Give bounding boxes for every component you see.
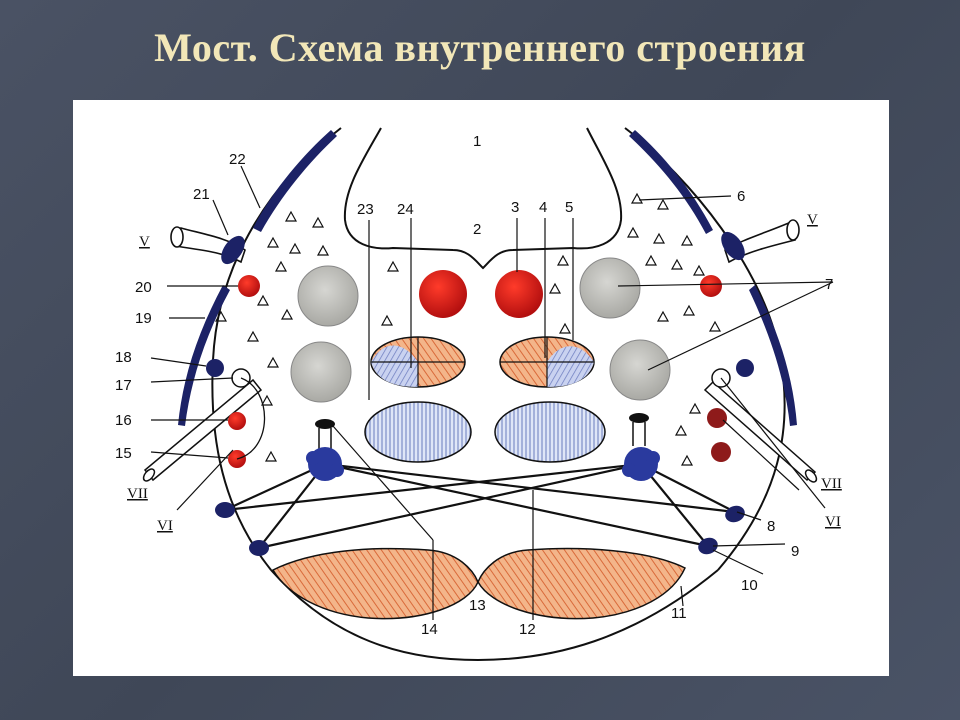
label-11: 11 <box>671 605 687 622</box>
leader-lines <box>150 165 834 620</box>
label-9: 9 <box>791 543 799 560</box>
right-lemniscus <box>499 336 595 388</box>
grey-nucleus-left-upper <box>297 265 359 327</box>
left-navy-nucleus-18 <box>206 359 224 377</box>
label-14: 14 <box>421 621 438 638</box>
left-red-nucleus-16 <box>228 412 246 430</box>
label-23: 23 <box>357 201 374 218</box>
label-16: 16 <box>115 412 132 429</box>
pons-diagram: 1 2 3 4 5 6 7 8 9 10 11 12 13 14 15 16 1… <box>115 127 842 662</box>
label-17: 17 <box>115 377 132 394</box>
right-peduncle-band <box>629 130 797 426</box>
label-4: 4 <box>539 199 547 216</box>
label-12: 12 <box>519 621 536 638</box>
label-24: 24 <box>397 201 414 218</box>
red-nucleus-center-left <box>419 270 467 318</box>
label-13: 13 <box>469 597 486 614</box>
label-22: 22 <box>229 151 246 168</box>
basilar-part <box>271 547 686 620</box>
scattered-triangles <box>214 192 722 466</box>
label-20: 20 <box>135 279 152 296</box>
slide-title: Мост. Схема внутреннего строения <box>154 25 806 70</box>
label-10: 10 <box>741 577 758 594</box>
left-lemniscus <box>370 336 466 388</box>
label-15: 15 <box>115 445 132 462</box>
diagram-panel: 1 2 3 4 5 6 7 8 9 10 11 12 13 14 15 16 1… <box>73 100 889 676</box>
right-navy-nucleus <box>736 359 754 377</box>
left-pontine-nucleus <box>306 419 344 481</box>
left-abducens-loop <box>236 377 266 460</box>
right-dark-red-nucleus-1 <box>707 408 727 428</box>
label-2: 2 <box>473 221 481 238</box>
label-nerve-v-left: V <box>139 234 150 250</box>
label-6: 6 <box>737 188 745 205</box>
label-nerve-v-right: V <box>807 212 818 228</box>
left-trigeminal-nucleus <box>221 235 245 265</box>
label-nerve-vi-right: VI <box>825 514 841 530</box>
left-peduncle-band <box>178 130 337 426</box>
navy-node-right-lower <box>698 537 718 555</box>
label-21: 21 <box>193 186 210 203</box>
label-nerve-vii-right: VII <box>821 476 842 492</box>
grey-nucleus-left-lower <box>290 341 352 403</box>
label-18: 18 <box>115 349 132 366</box>
right-pyramidal-tract <box>494 401 606 463</box>
right-facial-root <box>703 380 818 483</box>
right-red-nucleus-20 <box>700 275 722 297</box>
label-1: 1 <box>473 133 481 150</box>
left-facial-root <box>142 378 263 482</box>
pontine-fibers <box>224 462 736 550</box>
label-7: 7 <box>825 276 833 293</box>
label-5: 5 <box>565 199 573 216</box>
navy-node-left-lower <box>249 540 269 556</box>
number-labels: 1 2 3 4 5 6 7 8 9 10 11 12 13 14 15 16 1… <box>115 133 842 638</box>
grey-nucleus-right-upper <box>579 257 641 319</box>
red-nucleus-center-right <box>495 270 543 318</box>
label-nerve-vii-left: VII <box>127 486 148 502</box>
right-trigeminal-nucleus <box>721 231 745 261</box>
navy-node-left-upper <box>215 502 235 518</box>
grey-nucleus-right-lower <box>609 339 671 401</box>
right-dark-red-nucleus-2 <box>711 442 731 462</box>
right-pontine-nucleus <box>622 413 660 481</box>
left-red-nucleus-20 <box>238 275 260 297</box>
label-8: 8 <box>767 518 775 535</box>
left-pyramidal-tract <box>364 401 472 463</box>
label-19: 19 <box>135 310 152 327</box>
navy-node-right-upper <box>725 505 745 523</box>
label-nerve-vi-left: VI <box>157 518 173 534</box>
label-3: 3 <box>511 199 519 216</box>
